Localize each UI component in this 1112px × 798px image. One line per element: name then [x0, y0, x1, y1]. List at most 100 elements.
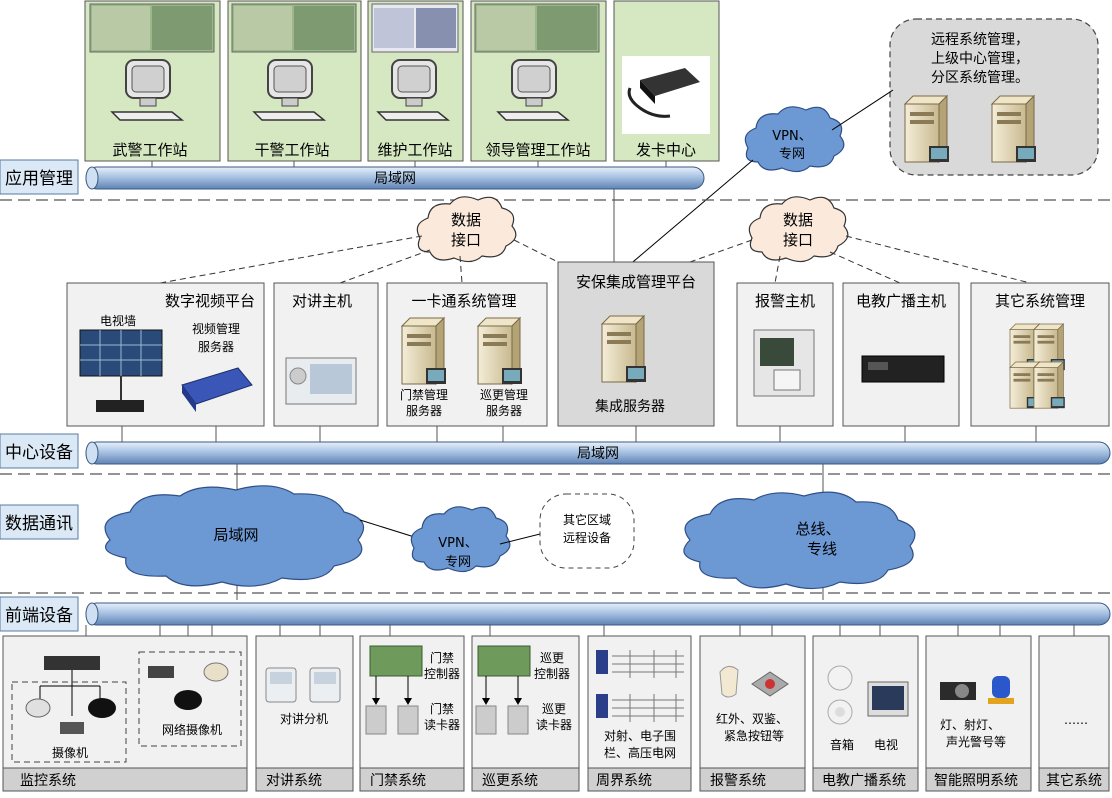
- intercom-title: 对讲系统: [266, 773, 322, 789]
- data-if-right-line2: 接口: [783, 231, 813, 249]
- workstation-label: 发卡中心: [636, 141, 696, 159]
- perimeter-desc-line2: 栏、高压电网: [604, 745, 676, 760]
- patrol-server-line2: 服务器: [486, 403, 522, 418]
- patrol-ctrl-line1: 巡更: [540, 651, 564, 665]
- door-server-line1: 门禁管理: [400, 387, 448, 402]
- workstation-label: 维护工作站: [377, 141, 452, 159]
- patrol-reader-line2: 读卡器: [536, 718, 572, 732]
- data-if-left-line1: 数据: [451, 211, 481, 229]
- layer-center-text: 中心设备: [5, 443, 73, 463]
- lan-top-label: 局域网: [374, 171, 416, 187]
- lan-cloud-big: 局域网: [104, 485, 365, 587]
- data-if-left-line2: 接口: [451, 231, 481, 249]
- workstation-label: 领导管理工作站: [485, 141, 590, 159]
- remote-line2: 上级中心管理，: [931, 51, 1029, 67]
- video-title: 数字视频平台: [165, 292, 255, 310]
- front-door-system: 门禁系统 门禁 控制器 门禁 读卡器: [359, 635, 465, 792]
- bus-line2: 专线: [807, 540, 837, 558]
- lighting-desc-line1: 灯、射灯、: [940, 717, 1000, 732]
- workstation-label: 武警工作站: [112, 141, 187, 159]
- lighting-desc-line2: 声光警号等: [946, 734, 1006, 749]
- door-ctrl-line1: 门禁: [430, 650, 454, 665]
- door-title: 门禁系统: [370, 773, 426, 789]
- data-if-right-line1: 数据: [783, 211, 813, 229]
- integrated-server-label: 集成服务器: [595, 398, 665, 415]
- alarm-desc-line2: 紧急按钮等: [724, 728, 784, 743]
- front-patrol-system: 巡更系统 巡更 控制器 巡更 读卡器: [471, 635, 580, 792]
- alarm-host-label: 报警主机: [755, 292, 815, 310]
- patrol-ctrl-line2: 控制器: [534, 667, 570, 681]
- front-perimeter-system: 周界系统 对射、电子围 栏、高压电网: [587, 635, 692, 792]
- other-system-label: 其它系统管理: [995, 292, 1085, 310]
- layer-label-data: [0, 504, 79, 540]
- video-mgmt-line1: 视频管理: [192, 321, 240, 336]
- vpn-top-line1: VPN、: [772, 129, 811, 144]
- other-area-line1: 其它区域: [563, 512, 611, 527]
- center-video-platform: 数字视频平台 电视墙 视频管理 服务器: [66, 282, 265, 427]
- lan-pipe-top: 局域网: [85, 166, 705, 190]
- other-area-line2: 远程设备: [563, 530, 611, 545]
- workstation-leader: 领导管理工作站: [470, 0, 607, 162]
- door-server-line2: 服务器: [406, 403, 442, 418]
- data-interface-cloud-right: 数据 接口: [748, 196, 849, 263]
- layer-label-app: [0, 159, 79, 195]
- remote-line3: 分区系统管理。: [931, 70, 1029, 86]
- front-intercom-system: 对讲系统 对讲分机: [255, 635, 354, 792]
- bus-line1: 总线、: [795, 520, 840, 538]
- door-ctrl-line2: 控制器: [424, 667, 460, 681]
- workstation-card: 发卡中心: [613, 0, 720, 162]
- alarm-desc-line1: 红外、双鉴、: [716, 711, 788, 726]
- bus-cloud: 总线、 专线: [683, 491, 916, 590]
- center-card-system: 一卡通系统管理 门禁管理 服务器 巡更管理 服务器: [386, 282, 548, 427]
- broadcast-host-label: 电教广播主机: [856, 292, 946, 310]
- workstation-label: 干警工作站: [254, 141, 329, 159]
- data-interface-cloud-left: 数据 接口: [416, 196, 517, 263]
- workstation-ganjing: 干警工作站: [227, 0, 362, 162]
- broadcast-title: 电教广播系统: [822, 773, 906, 789]
- vpn-mid-line1: VPN、: [438, 536, 477, 551]
- lighting-title: 智能照明系统: [934, 773, 1018, 789]
- other-front-dots: ……: [1064, 713, 1088, 727]
- perimeter-desc-line1: 对射、电子围: [604, 728, 676, 743]
- front-monitor-system: 监控系统 摄像机 网络摄像机: [2, 635, 248, 792]
- front-broadcast-system: 电教广播系统 音箱 电视: [812, 635, 919, 792]
- vpn-mid-line2: 专网: [445, 555, 471, 570]
- layer-label-center: [0, 433, 79, 469]
- center-intercom-host: 对讲主机: [273, 282, 379, 427]
- layer-app-text: 应用管理: [5, 169, 73, 189]
- vpn-top-line2: 专网: [779, 147, 805, 162]
- workstation-wuj: 武警工作站: [84, 0, 221, 162]
- tv-wall-label: 电视墙: [100, 313, 136, 328]
- layer-front-text: 前端设备: [5, 606, 73, 626]
- monitor-title: 监控系统: [20, 773, 76, 789]
- lan-center-label: 局域网: [577, 446, 619, 462]
- speaker-label: 音箱: [830, 737, 854, 752]
- tv-label: 电视: [874, 737, 898, 752]
- lan-pipe-center: 局域网: [85, 441, 1111, 465]
- camera-label: 摄像机: [52, 745, 88, 760]
- door-reader-line1: 门禁: [430, 701, 454, 716]
- interface-links: [159, 235, 1031, 284]
- layer-data-text: 数据通讯: [5, 514, 73, 534]
- remote-management-box: 远程系统管理， 上级中心管理， 分区系统管理。: [889, 18, 1099, 176]
- patrol-title: 巡更系统: [482, 773, 538, 789]
- alarm-title: 报警系统: [710, 773, 766, 789]
- other-area-remote: 其它区域 远程设备: [539, 493, 635, 569]
- front-lighting-system: 智能照明系统 灯、射灯、 声光警号等: [925, 635, 1032, 792]
- intercom-host-label: 对讲主机: [292, 292, 352, 310]
- perimeter-title: 周界系统: [596, 773, 652, 789]
- ip-camera-label: 网络摄像机: [162, 722, 222, 737]
- card-system-title: 一卡通系统管理: [411, 292, 516, 310]
- workstation-maint: 维护工作站: [367, 0, 464, 162]
- patrol-reader-line1: 巡更: [542, 702, 566, 716]
- video-mgmt-line2: 服务器: [198, 339, 234, 354]
- center-links: [121, 426, 1037, 442]
- center-integrated-platform: 安保集成管理平台 集成服务器: [557, 261, 715, 427]
- patrol-server-line1: 巡更管理: [480, 387, 528, 402]
- center-other-system: 其它系统管理: [970, 282, 1110, 427]
- lan-pipe-front: [85, 602, 1111, 626]
- vpn-cloud-top: VPN、 专网: [744, 106, 845, 173]
- front-alarm-system: 报警系统 红外、双鉴、 紧急按钮等: [699, 635, 806, 792]
